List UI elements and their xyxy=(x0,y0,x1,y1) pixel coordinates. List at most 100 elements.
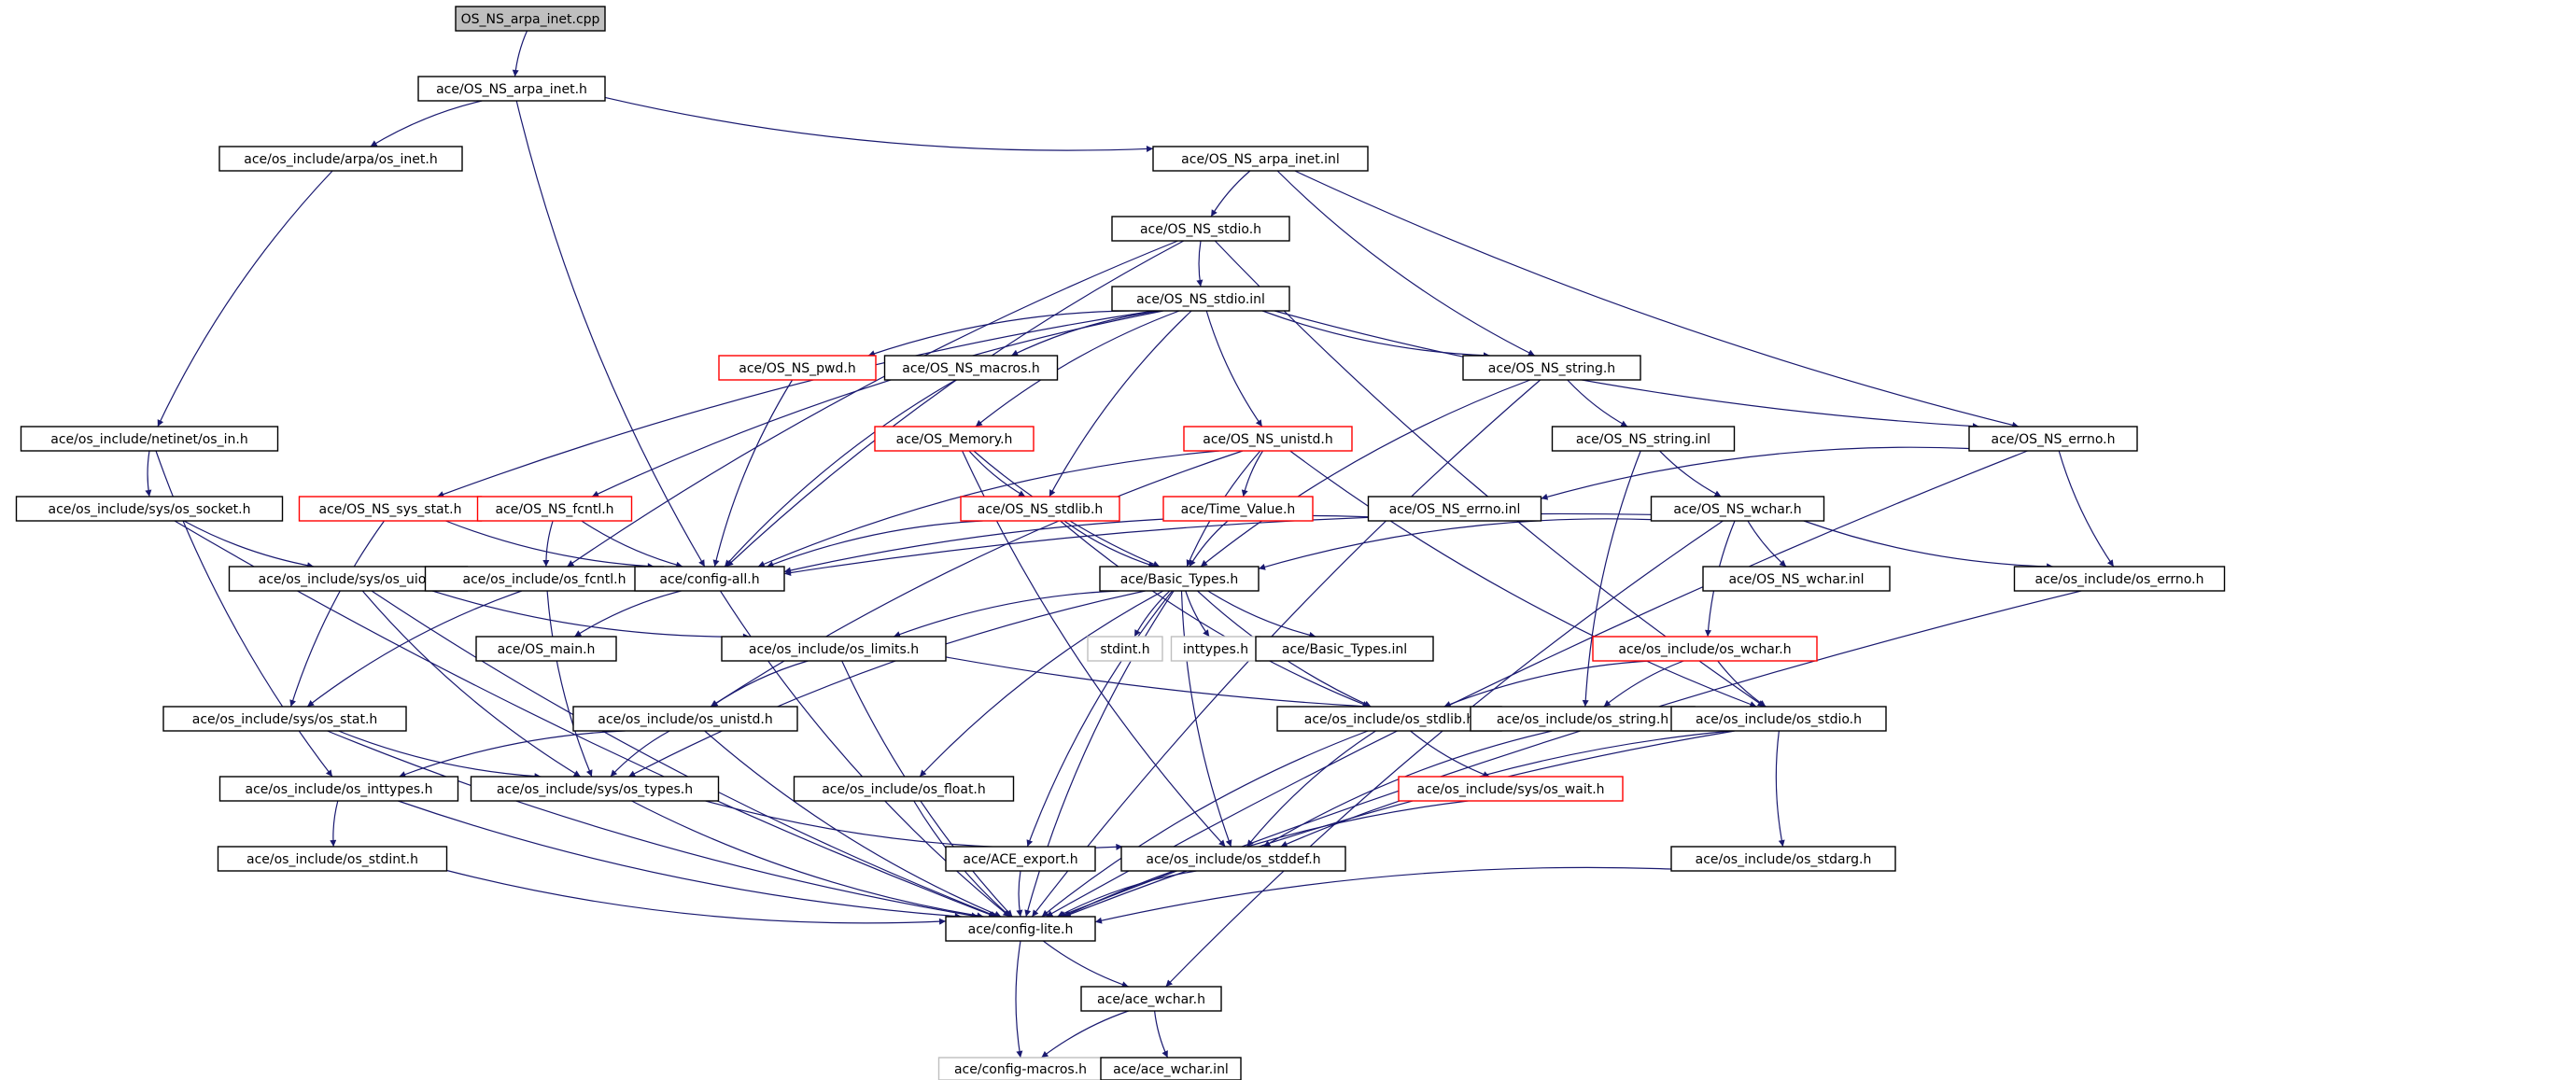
node-os_float_h[interactable]: ace/os_include/os_float.h xyxy=(793,776,1015,802)
node-os_unistd_h[interactable]: ace/os_include/os_unistd.h xyxy=(572,706,798,732)
edge-basic_types_h-to-stdint_h xyxy=(1133,590,1171,638)
node-box xyxy=(1111,286,1290,312)
node-os_stdlib_h[interactable]: ace/os_include/os_stdlib.h xyxy=(1276,706,1502,732)
node-os_wchar_h[interactable]: ace/os_include/os_wchar.h xyxy=(1592,636,1818,662)
node-config_lite_h[interactable]: ace/config-lite.h xyxy=(945,916,1096,942)
edge-os_uio_h-to-os_types_h xyxy=(361,590,582,778)
node-box xyxy=(1670,706,1887,732)
edge-errno_h-to-config_lite_h xyxy=(1046,450,2028,918)
node-box xyxy=(1367,496,1542,522)
node-wchar_h[interactable]: ace/OS_NS_wchar.h xyxy=(1650,496,1825,522)
node-box xyxy=(572,706,798,732)
edge-basic_types_h-to-basic_types_inl xyxy=(1207,590,1316,638)
node-pwd_h[interactable]: ace/OS_NS_pwd.h xyxy=(718,355,877,381)
node-box xyxy=(1099,566,1260,592)
node-os_fcntl_h[interactable]: ace/os_include/os_fcntl.h xyxy=(424,566,665,592)
node-os_stdint_h[interactable]: ace/os_include/os_stdint.h xyxy=(217,846,448,872)
node-os_inet_h[interactable]: ace/os_include/arpa/os_inet.h xyxy=(218,146,463,172)
node-os_in_h[interactable]: ace/os_include/netinet/os_in.h xyxy=(20,426,279,452)
node-label: ace/os_include/sys/os_stat.h xyxy=(192,712,378,727)
node-label: ace/OS_NS_stdio.inl xyxy=(1136,292,1265,307)
node-basic_types_inl[interactable]: ace/Basic_Types.inl xyxy=(1255,636,1434,662)
node-box xyxy=(945,916,1096,942)
node-fcntl_h[interactable]: ace/OS_NS_fcntl.h xyxy=(476,496,633,522)
node-box xyxy=(945,846,1096,872)
node-box xyxy=(1670,846,1896,872)
edge-os_socket_h-to-os_uio_h xyxy=(183,520,315,569)
node-label: ace/os_include/os_limits.h xyxy=(749,642,919,657)
edge-stdio_inl-to-memory_h xyxy=(975,310,1180,428)
node-inttypes_h: inttypes.h xyxy=(1170,636,1261,662)
node-label: ace/os_include/os_string.h xyxy=(1497,712,1668,727)
node-wchar_inl[interactable]: ace/OS_NS_wchar.inl xyxy=(1702,566,1891,592)
edge-os_stdarg_h-to-config_lite_h xyxy=(1094,866,1672,924)
node-box xyxy=(1276,706,1502,732)
node-basic_types_h[interactable]: ace/Basic_Types.h xyxy=(1099,566,1260,592)
node-arpa_inet_h[interactable]: ace/OS_NS_arpa_inet.h xyxy=(417,76,606,102)
node-os_stdarg_h[interactable]: ace/os_include/os_stdarg.h xyxy=(1670,846,1896,872)
node-ace_wchar_h[interactable]: ace/ace_wchar.h xyxy=(1080,986,1222,1012)
dependency-edges xyxy=(145,30,2115,1059)
node-ace_wchar_inl[interactable]: ace/ace_wchar.inl xyxy=(1100,1057,1242,1080)
edge-os_stddef_h-to-config_lite_h xyxy=(1057,870,1197,918)
edge-basic_types_h-to-os_types_h xyxy=(627,590,1146,778)
node-stdio_inl[interactable]: ace/OS_NS_stdio.inl xyxy=(1111,286,1290,312)
edge-os_stdlib_h-to-config_lite_h xyxy=(1041,730,1369,918)
node-os_socket_h[interactable]: ace/os_include/sys/os_socket.h xyxy=(15,496,284,522)
node-macros_h[interactable]: ace/OS_NS_macros.h xyxy=(883,355,1059,381)
node-label: ace/OS_Memory.h xyxy=(896,432,1013,447)
node-label: ace/os_include/os_float.h xyxy=(822,782,986,797)
node-os_stddef_h[interactable]: ace/os_include/os_stddef.h xyxy=(1120,846,1346,872)
edge-unistd_h-to-os_stdio_h xyxy=(1289,450,1757,708)
node-os_errno_h[interactable]: ace/os_include/os_errno.h xyxy=(2013,566,2226,592)
edge-basic_types_h-to-os_stddef_h xyxy=(1180,590,1232,848)
node-errno_h[interactable]: ace/OS_NS_errno.h xyxy=(1968,426,2138,452)
node-config_all_h[interactable]: ace/config-all.h xyxy=(634,566,785,592)
node-label: ace/OS_NS_errno.h xyxy=(1991,432,2115,447)
edge-config_lite_h-to-config_macros_h xyxy=(1015,940,1023,1059)
node-memory_h[interactable]: ace/OS_Memory.h xyxy=(874,426,1035,452)
node-os_inttypes_h[interactable]: ace/os_include/os_inttypes.h xyxy=(218,776,459,802)
edge-stdio_inl-to-fcntl_h xyxy=(591,310,1164,498)
node-errno_inl[interactable]: ace/OS_NS_errno.inl xyxy=(1367,496,1542,522)
node-os_sys_stat_h[interactable]: ace/os_include/sys/os_stat.h xyxy=(162,706,407,732)
node-string_h[interactable]: ace/OS_NS_string.h xyxy=(1462,355,1641,381)
edge-basic_types_h-to-os_limits_h xyxy=(893,590,1119,638)
edge-basic_types_h-to-inttypes_h xyxy=(1185,590,1210,638)
edge-stdio_inl-to-stdlib_h xyxy=(1049,310,1192,498)
node-ace_export_h[interactable]: ace/ACE_export.h xyxy=(945,846,1096,872)
node-box xyxy=(2013,566,2226,592)
edge-config_all_h-to-os_main_h xyxy=(573,590,682,638)
node-os_types_h[interactable]: ace/os_include/sys/os_types.h xyxy=(470,776,720,802)
node-time_value_h[interactable]: ace/Time_Value.h xyxy=(1162,496,1314,522)
node-root[interactable]: OS_NS_arpa_inet.cpp xyxy=(455,6,606,32)
node-config_macros_h: ace/config-macros.h xyxy=(937,1057,1104,1080)
node-os_wait_h[interactable]: ace/os_include/sys/os_wait.h xyxy=(1398,776,1624,802)
node-os_main_h[interactable]: ace/OS_main.h xyxy=(475,636,617,662)
edge-os_wchar_h-to-os_string_h xyxy=(1603,660,1684,708)
edge-os_in_h-to-os_socket_h xyxy=(145,450,152,498)
node-stdio_h[interactable]: ace/OS_NS_stdio.h xyxy=(1111,216,1290,242)
node-label: ace/os_include/sys/os_types.h xyxy=(497,782,693,797)
edge-os_unistd_h-to-os_inttypes_h xyxy=(399,730,626,778)
node-label: ace/os_include/arpa/os_inet.h xyxy=(244,152,437,167)
edge-ace_wchar_h-to-ace_wchar_inl xyxy=(1154,1010,1169,1059)
node-sys_stat_h[interactable]: ace/OS_NS_sys_stat.h xyxy=(298,496,483,522)
node-box xyxy=(1183,426,1353,452)
node-arpa_inet_inl[interactable]: ace/OS_NS_arpa_inet.inl xyxy=(1152,146,1369,172)
node-unistd_h[interactable]: ace/OS_NS_unistd.h xyxy=(1183,426,1353,452)
node-label: ace/Time_Value.h xyxy=(1181,502,1296,517)
node-os_string_h[interactable]: ace/os_include/os_string.h xyxy=(1470,706,1696,732)
node-box xyxy=(1551,426,1736,452)
node-box xyxy=(1100,1057,1242,1080)
node-string_inl[interactable]: ace/OS_NS_string.inl xyxy=(1551,426,1736,452)
edge-errno_h-to-os_errno_h xyxy=(2058,450,2115,568)
node-stdlib_h[interactable]: ace/OS_NS_stdlib.h xyxy=(960,496,1120,522)
node-box xyxy=(218,776,459,802)
node-label: ace/ace_wchar.inl xyxy=(1113,1062,1229,1077)
node-box xyxy=(960,496,1120,522)
node-os_stdio_h[interactable]: ace/os_include/os_stdio.h xyxy=(1670,706,1887,732)
node-os_limits_h[interactable]: ace/os_include/os_limits.h xyxy=(721,636,947,662)
node-box xyxy=(1968,426,2138,452)
edge-stdio_inl-to-string_h xyxy=(1261,310,1490,359)
